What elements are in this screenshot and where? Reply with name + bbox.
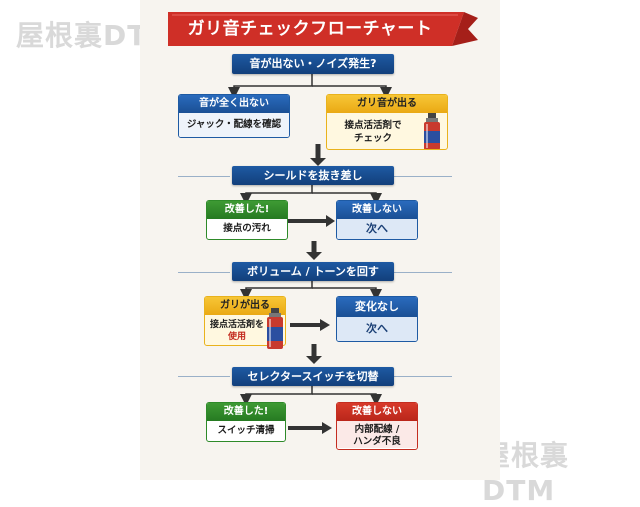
step-toggle-selector: セレクタースイッチを切替 [232, 367, 394, 386]
improved-header-2: 改善した! [207, 403, 285, 421]
no-sound-box: 音が全く出ない ジャック・配線を確認 [178, 94, 290, 138]
crackle-body-line2: チェック [353, 133, 392, 144]
crackle-body-line1: 接点活活剤で [344, 120, 402, 131]
not-improved-box-2: 改善しない 内部配線 / ハンダ不良 [336, 402, 418, 450]
divider-line [178, 176, 230, 177]
no-change-box: 変化なし 次へ [336, 296, 418, 342]
crackle-body: 接点活活剤で チェック [331, 119, 415, 145]
not-improved-header-1: 改善しない [337, 201, 417, 219]
divider-line [178, 376, 230, 377]
next-body-2: 次へ [337, 317, 417, 341]
step-turn-knobs: ボリューム / トーンを回す [232, 262, 394, 281]
page-title: ガリ音チェックフローチャート [187, 19, 433, 39]
title-ribbon: ガリ音チェックフローチャート [168, 12, 478, 46]
crackle-knob-header: ガリが出る [205, 297, 285, 315]
no-sound-header: 音が全く出ない [179, 95, 289, 113]
improved-box-2: 改善した! スイッチ清掃 [206, 402, 286, 442]
divider-line [394, 272, 452, 273]
ribbon-shape [168, 12, 478, 46]
arrowhead [310, 158, 326, 166]
divider-line [394, 376, 452, 377]
crackle-header: ガリ音が出る [327, 95, 447, 113]
next-body-1: 次へ [337, 219, 417, 239]
divider-line [178, 272, 230, 273]
connector-lines [228, 74, 392, 434]
step-reseat-cable: シールドを抜き差し [232, 166, 394, 185]
not-improved-body-2: 内部配線 / ハンダ不良 [337, 421, 417, 448]
improved-box-1: 改善した! 接点の汚れ [206, 200, 288, 240]
no-change-header: 変化なし [337, 297, 417, 317]
crackle-knob-line2: 使用 [227, 332, 246, 342]
spray-can-icon [424, 113, 440, 149]
divider-line [394, 176, 452, 177]
no-sound-body: ジャック・配線を確認 [179, 113, 289, 137]
crackle-knob-line1: 接点活活剤を [209, 320, 264, 330]
improved-body-1: 接点の汚れ [223, 223, 271, 234]
not-improved-header-2: 改善しない [337, 403, 417, 421]
wiring-line1: 内部配線 / [354, 424, 400, 435]
wiring-line2: ハンダ不良 [353, 436, 401, 447]
flowchart-card [140, 0, 500, 480]
crackle-box: ガリ音が出る 接点活活剤で チェック [326, 94, 448, 150]
crackle-knob-box: ガリが出る 接点活活剤を 使用 [204, 296, 286, 346]
spray-can-icon [267, 308, 283, 349]
improved-body-2: スイッチ清掃 [217, 425, 275, 436]
crackle-knob-body: 接点活活剤を 使用 [207, 319, 267, 343]
start-question-box: 音が出ない・ノイズ発生? [232, 54, 394, 74]
not-improved-box-1: 改善しない 次へ [336, 200, 418, 240]
improved-header-1: 改善した! [207, 201, 287, 219]
